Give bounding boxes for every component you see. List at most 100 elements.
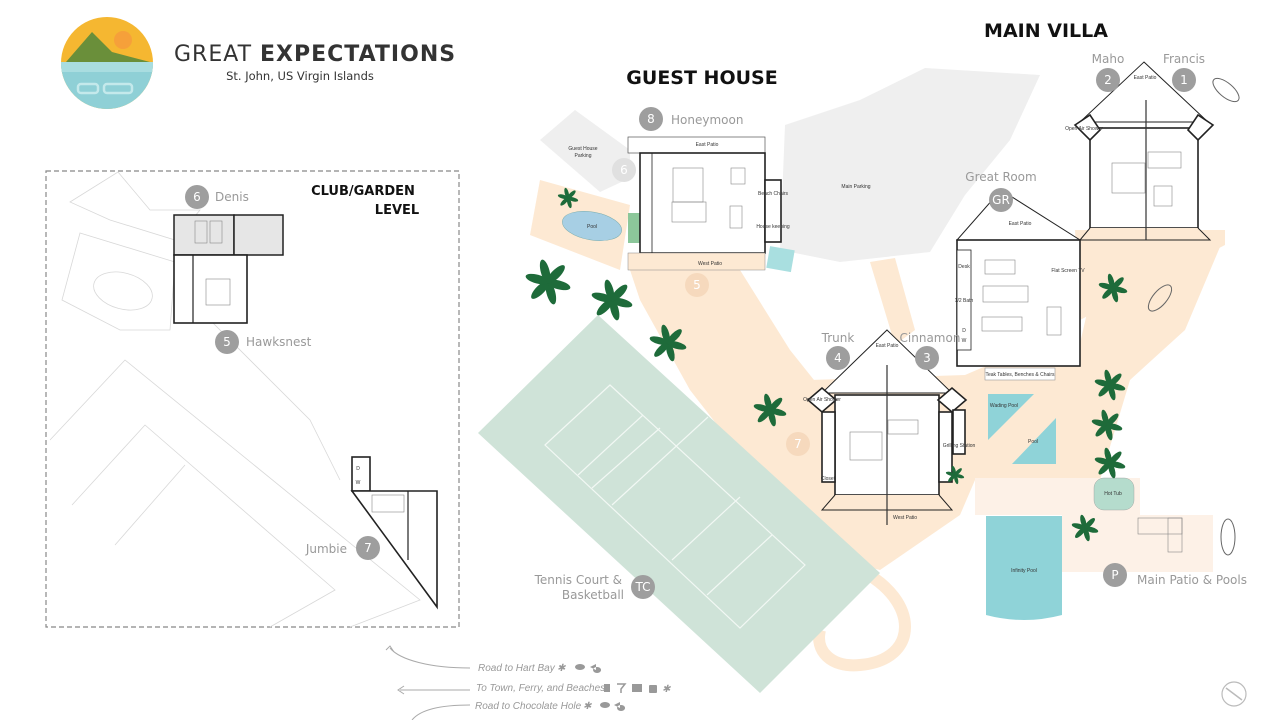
trunk-cinnamon-building: East Patio Open Air Shower Closet Grilli… (803, 329, 975, 525)
marker-hawksnest[interactable]: 5 Hawksnest (215, 330, 312, 354)
dryer-label: D (356, 466, 360, 472)
west-patio-label: West Patio (698, 261, 722, 267)
palm-trees (525, 187, 1128, 542)
badge-text: 1 (1180, 73, 1188, 87)
shop-icon (632, 684, 642, 692)
guest-parking-label: Guest House (568, 146, 597, 152)
guest-house-parking (540, 110, 630, 192)
hill-icon (66, 32, 150, 62)
marker-main-patio[interactable]: P Main Patio & Pools (1103, 563, 1247, 587)
badge-text: P (1111, 568, 1118, 582)
ghost-markers: 6 5 7 (612, 158, 810, 456)
palm-tree-icon (1094, 447, 1126, 479)
palm-tree-icon (525, 259, 571, 305)
badge-text: 7 (364, 541, 372, 555)
washer-label: W (356, 480, 361, 486)
road-hart-bay[interactable]: Road to Hart Bay ✱ (478, 663, 602, 674)
half-bath-label: 1/2 Bath (955, 298, 974, 304)
turtle-icon (600, 702, 610, 708)
east-patio-label: East Patio (1134, 75, 1157, 81)
east-patio-label: East Patio (696, 142, 719, 148)
guest-pool-label: Pool (587, 224, 597, 230)
palm-tree-icon (591, 279, 633, 321)
marker-maho[interactable]: 2 Maho (1092, 52, 1125, 92)
dining-icon (604, 684, 610, 692)
marker-tennis-court[interactable]: TC Tennis Court & Basketball (534, 573, 655, 602)
room-label: Jumbie (305, 542, 347, 556)
marker-denis[interactable]: 6 Denis (185, 185, 249, 209)
marker-trunk[interactable]: 4 Trunk (821, 331, 855, 370)
ghost-badge-5: 5 (693, 278, 701, 292)
ghost-badge-6: 6 (620, 163, 628, 177)
room-label-2: Basketball (562, 588, 624, 602)
brand-subtitle: St. John, US Virgin Islands (226, 69, 374, 83)
brand-title: GREAT EXPECTATIONS (174, 42, 456, 67)
room-label: Denis (215, 190, 249, 204)
club-heading-line2: LEVEL (375, 203, 419, 218)
maho-francis-building: East Patio Open Air Shower (1065, 61, 1215, 241)
palm-tree-icon (649, 324, 687, 362)
badge-text: TC (634, 580, 650, 594)
west-patio-label: West Patio (893, 515, 917, 521)
palm-tree-icon (557, 187, 579, 209)
badge-text: GR (992, 193, 1010, 207)
guest-house-building: East Patio West Patio Beach Chairs House… (627, 136, 790, 271)
umbrella-icon (1147, 77, 1240, 556)
palm-tree-icon (1094, 369, 1126, 401)
guest-pool (562, 211, 622, 241)
palm-icon: ✱ (557, 663, 566, 674)
main-villa-heading: MAIN VILLA (984, 20, 1108, 42)
badge-text: 4 (834, 351, 842, 365)
wading-pool-label: Wading Pool (990, 403, 1018, 409)
badge-text: 8 (647, 112, 655, 126)
room-label: Maho (1092, 52, 1125, 66)
road-chocolate-hole[interactable]: Road to Chocolate Hole ✱ (475, 701, 626, 712)
badge-text: 2 (1104, 73, 1112, 87)
room-label: Cinnamon (900, 331, 961, 345)
club-garden-level-panel: CLUB/GARDEN LEVEL W D 6 Denis 5 (45, 170, 460, 628)
room-label: Tennis Court & (534, 573, 622, 587)
marker-great-room[interactable]: GR Great Room (965, 170, 1037, 212)
hot-tub-label: Hot Tub (1104, 491, 1122, 497)
pools: Wading Pool Pool Infinity Pool Hot Tub (986, 394, 1183, 620)
great-room-building: East Patio Desk 1/2 Bath W D Flat Screen… (955, 189, 1085, 381)
flat-screen-label: Flat Screen TV (1051, 268, 1085, 274)
east-patio-label: East Patio (876, 343, 899, 349)
east-patio-label: East Patio (1009, 221, 1032, 227)
infinity-pool-label: Infinity Pool (1011, 568, 1037, 574)
marker-jumbie[interactable]: 7 Jumbie (305, 536, 380, 560)
road-label: Road to Chocolate Hole (475, 701, 582, 712)
road-directions: Road to Hart Bay ✱ To Town, Ferry, and B… (385, 645, 671, 720)
ghost-badge-7: 7 (794, 437, 802, 451)
room-label: Honeymoon (671, 113, 743, 127)
room-label: Main Patio & Pools (1137, 573, 1247, 587)
teak-tables-label: Teak Tables, Benches & Chairs (985, 372, 1055, 378)
palm-tree-icon (753, 393, 787, 427)
turtle-icon (575, 664, 585, 670)
palm-icon: ✱ (662, 684, 671, 695)
badge-text: 6 (193, 190, 201, 204)
road-label: Road to Hart Bay (478, 663, 556, 674)
guest-house-heading: GUEST HOUSE (626, 67, 777, 89)
marker-cinnamon[interactable]: 3 Cinnamon (900, 331, 961, 370)
jumbie-building: W D (350, 456, 438, 610)
denis-hawksnest-building (173, 214, 284, 324)
palm-tree-icon (1071, 514, 1099, 542)
road-label: To Town, Ferry, and Beaches (476, 683, 605, 694)
road-town-ferry-beaches[interactable]: To Town, Ferry, and Beaches ✱ (476, 683, 671, 695)
cocktail-icon (617, 683, 627, 693)
pool-label: Pool (1028, 439, 1038, 445)
sun-icon (114, 31, 132, 49)
badge-text: 3 (923, 351, 931, 365)
room-label: Great Room (965, 170, 1036, 184)
room-label: Francis (1163, 52, 1205, 66)
marker-honeymoon[interactable]: 8 Honeymoon (639, 107, 743, 131)
club-heading-line1: CLUB/GARDEN (311, 184, 415, 199)
fish-icon (590, 664, 602, 673)
fish-icon (614, 702, 626, 711)
guest-stairs (628, 213, 640, 243)
compass-icon (1221, 681, 1247, 707)
palm-icon: ✱ (583, 701, 592, 712)
marker-francis[interactable]: 1 Francis (1163, 52, 1205, 92)
